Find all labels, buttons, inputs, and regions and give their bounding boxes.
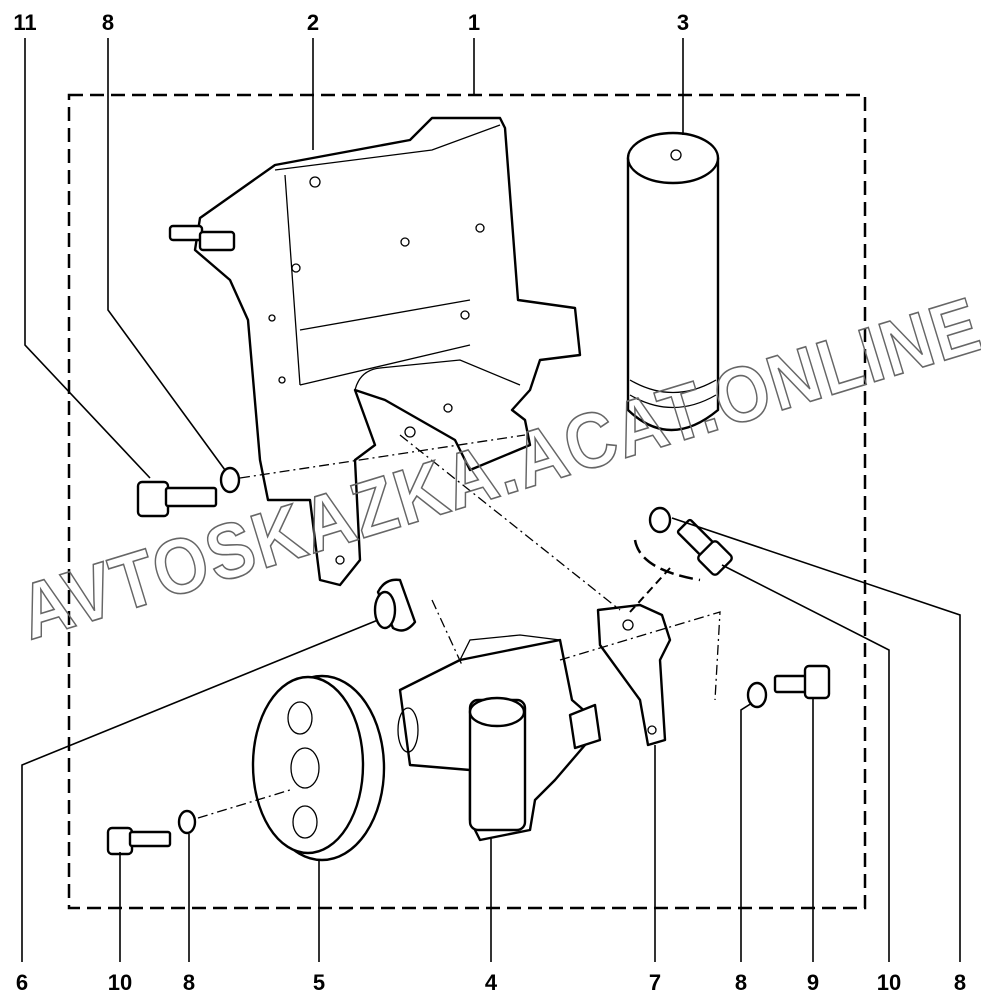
callout-8: 8 (954, 970, 966, 995)
callout-10: 10 (108, 970, 132, 995)
bolt-9 (773, 664, 831, 700)
pulley-5 (251, 674, 386, 862)
callout-1: 1 (468, 10, 480, 35)
callout-4: 4 (485, 970, 498, 995)
callout-8: 8 (183, 970, 195, 995)
washer-8-bottom-left (177, 809, 197, 835)
assembly-boundary (67, 93, 867, 910)
callout-8: 8 (735, 970, 747, 995)
callout-8: 8 (102, 10, 114, 35)
bolt-10-right (676, 518, 733, 576)
callout-11: 11 (13, 10, 36, 35)
support-bracket-7 (596, 603, 672, 747)
receiver-drier (626, 131, 720, 432)
callout-7: 7 (649, 970, 661, 995)
washer-8-top (219, 466, 241, 494)
callout-5: 5 (313, 970, 325, 995)
callout-10: 10 (877, 970, 901, 995)
mounting-bracket (168, 116, 582, 587)
bolt-11 (136, 480, 218, 518)
washer-8-lower-right (746, 681, 768, 709)
power-steering-pump (397, 634, 602, 842)
bolt-10-bottom (106, 826, 172, 856)
callout-3: 3 (677, 10, 689, 35)
callout-9: 9 (807, 970, 819, 995)
callout-6: 6 (16, 970, 28, 995)
spacer-6 (373, 578, 417, 632)
leader-lines (21, 38, 961, 962)
washer-8-upper-right (648, 506, 672, 534)
callout-2: 2 (307, 10, 319, 35)
